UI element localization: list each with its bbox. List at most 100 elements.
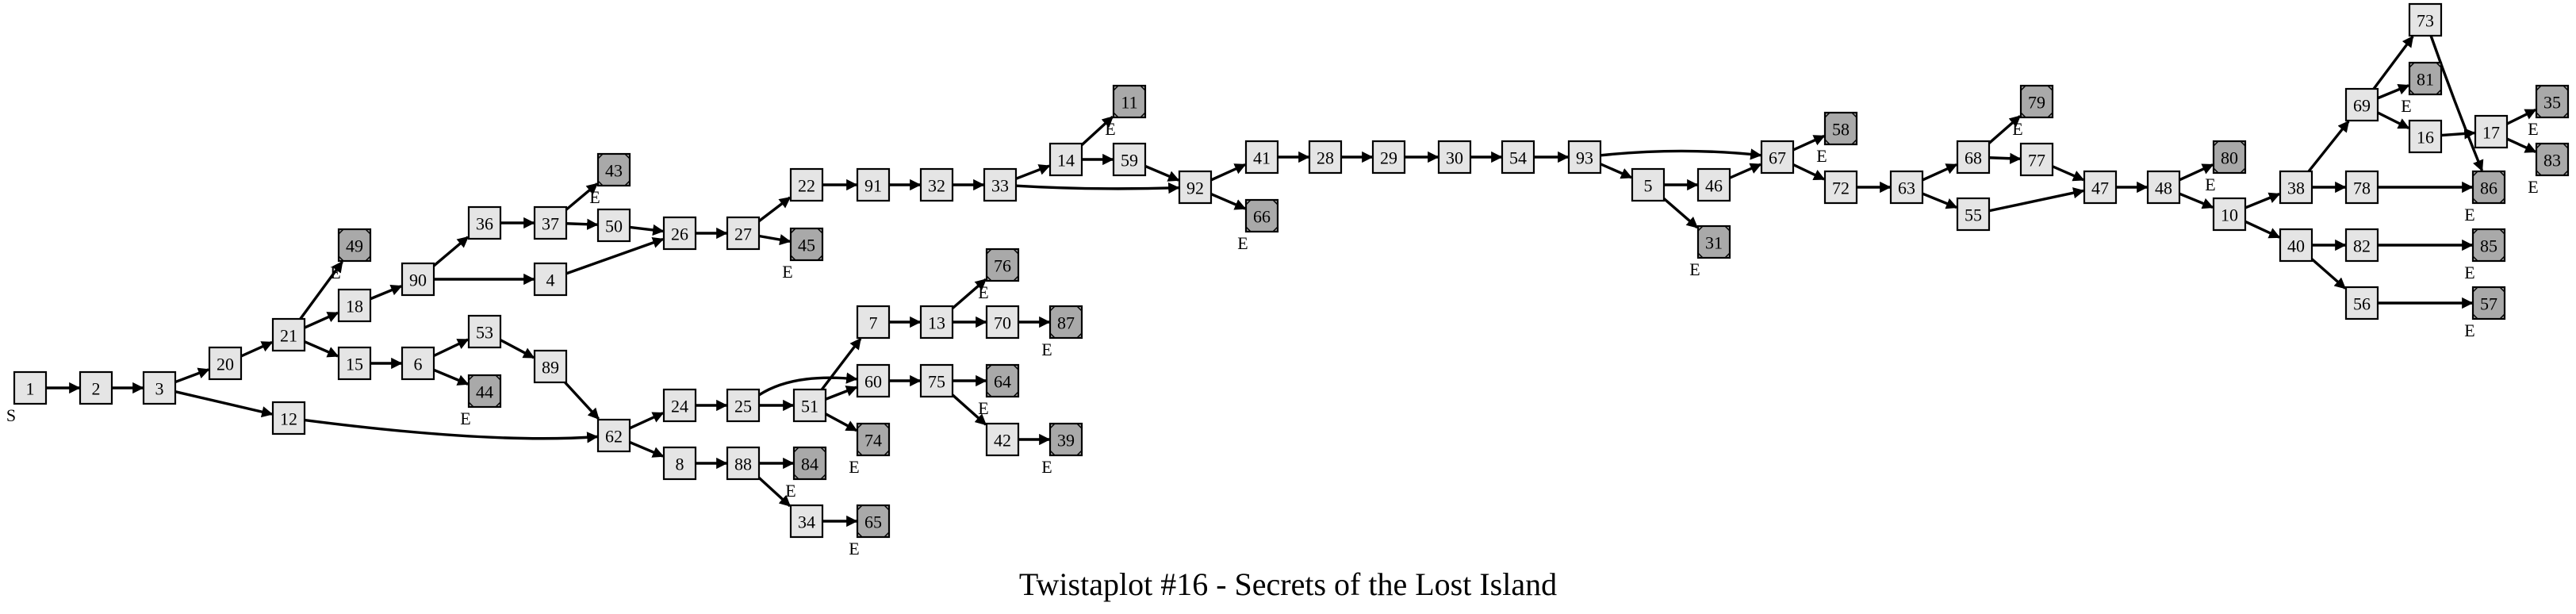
- edge-20-to-21: [240, 340, 274, 358]
- edge-93-to-67: [1600, 148, 1762, 160]
- node-label: 77: [2028, 151, 2045, 171]
- edge-68-to-77: [1988, 152, 2022, 164]
- edge-59-to-92: [1144, 164, 1180, 182]
- node-box: [1048, 142, 1083, 177]
- node-label: 60: [864, 372, 882, 392]
- node-65: 65E: [849, 504, 891, 558]
- node-corner-cut: [495, 401, 501, 408]
- node-13: 13: [919, 305, 954, 340]
- node-corner-cut: [2563, 170, 2569, 176]
- end-mark: E: [2528, 119, 2538, 139]
- node-box: [726, 446, 761, 481]
- edge-3-to-12: [174, 390, 274, 418]
- node-3: 3: [142, 370, 177, 405]
- node-box: [985, 305, 1020, 340]
- node-37: 37: [533, 205, 568, 240]
- edge-3-to-20: [174, 367, 210, 384]
- start-mark: S: [6, 405, 16, 425]
- node-78: 78: [2344, 170, 2379, 205]
- node-label: 15: [346, 355, 363, 374]
- node-14: 14: [1048, 142, 1083, 177]
- edge-69-to-73: [2372, 35, 2414, 90]
- node-label: 30: [1446, 148, 1463, 168]
- node-24: 24: [662, 388, 697, 423]
- edge-69-to-81: [2377, 83, 2410, 100]
- node-label: 69: [2353, 96, 2371, 116]
- node-79: 79E: [2012, 84, 2054, 139]
- node-8: 8: [662, 446, 697, 481]
- edge-67-to-72: [1792, 163, 1826, 181]
- node-label: 44: [476, 382, 493, 402]
- node-label: 5: [1644, 176, 1653, 196]
- edge-62-to-24: [629, 412, 665, 430]
- edge-48-to-10: [2179, 192, 2214, 209]
- node-label: 27: [734, 224, 752, 244]
- node-label: 16: [2417, 128, 2434, 148]
- node-corner-cut: [2563, 85, 2569, 91]
- node-80: 80E: [2205, 140, 2247, 194]
- end-mark: E: [785, 481, 795, 501]
- end-mark: E: [1041, 340, 1052, 359]
- node-label: 33: [991, 176, 1009, 196]
- diagram-title: Twistaplot #16 - Secrets of the Lost Isl…: [1019, 566, 1557, 602]
- node-corner-cut: [1245, 199, 1252, 205]
- end-node-box: [2471, 286, 2506, 320]
- node-corner-cut: [2409, 89, 2415, 95]
- node-box: [533, 262, 568, 297]
- end-node-box: [985, 248, 1020, 282]
- end-node-box: [2535, 84, 2570, 119]
- node-41: 41: [1244, 140, 1279, 175]
- node-corner-cut: [2472, 228, 2478, 235]
- node-1: 1S: [6, 370, 48, 425]
- node-label: 31: [1705, 233, 1723, 253]
- node-81: 81E: [2401, 61, 2443, 116]
- node-box: [919, 305, 954, 340]
- edge-88-to-34: [757, 476, 792, 508]
- node-label: 20: [217, 355, 234, 374]
- node-31: 31E: [1689, 224, 1731, 279]
- node-corner-cut: [2472, 198, 2478, 204]
- node-5: 5: [1631, 167, 1666, 202]
- node-corner-cut: [338, 255, 344, 262]
- node-58: 58E: [1816, 111, 1858, 166]
- node-box: [2344, 87, 2379, 122]
- node-corner-cut: [1049, 305, 1056, 312]
- node-label: 47: [2091, 178, 2109, 198]
- node-box: [337, 346, 372, 381]
- node-corner-cut: [1697, 225, 1704, 232]
- node-90: 90: [401, 262, 435, 297]
- node-46: 46: [1696, 167, 1731, 202]
- edge-51-to-74: [825, 413, 858, 432]
- node-label: 42: [994, 431, 1011, 451]
- node-label: 40: [2287, 236, 2305, 256]
- node-label: 66: [1253, 207, 1271, 227]
- node-corner-cut: [2472, 255, 2478, 262]
- node-corner-cut: [1013, 275, 1019, 282]
- node-corner-cut: [2213, 167, 2219, 174]
- end-mark: E: [1041, 457, 1052, 477]
- node-corner-cut: [2563, 143, 2569, 149]
- node-label: 90: [409, 271, 427, 290]
- node-label: 21: [280, 326, 297, 346]
- edge-67-to-58: [1792, 134, 1826, 152]
- end-node-box: [337, 228, 372, 263]
- node-label: 59: [1121, 151, 1138, 171]
- edge-90-to-36: [432, 236, 470, 267]
- node-label: 53: [476, 323, 493, 343]
- node-label: 41: [1253, 148, 1271, 168]
- node-corner-cut: [2499, 286, 2505, 293]
- node-box: [1244, 140, 1279, 175]
- end-node-box: [2471, 228, 2506, 263]
- node-corner-cut: [1113, 85, 1119, 91]
- edge-25-to-60: [758, 372, 858, 397]
- edge-93-to-5: [1600, 163, 1633, 179]
- node-corner-cut: [2020, 85, 2026, 91]
- end-node-box: [1048, 305, 1083, 340]
- node-corner-cut: [817, 255, 823, 261]
- end-node-box: [2535, 142, 2570, 177]
- node-label: 93: [1576, 148, 1593, 168]
- node-17: 17: [2474, 114, 2509, 149]
- node-corner-cut: [884, 423, 890, 429]
